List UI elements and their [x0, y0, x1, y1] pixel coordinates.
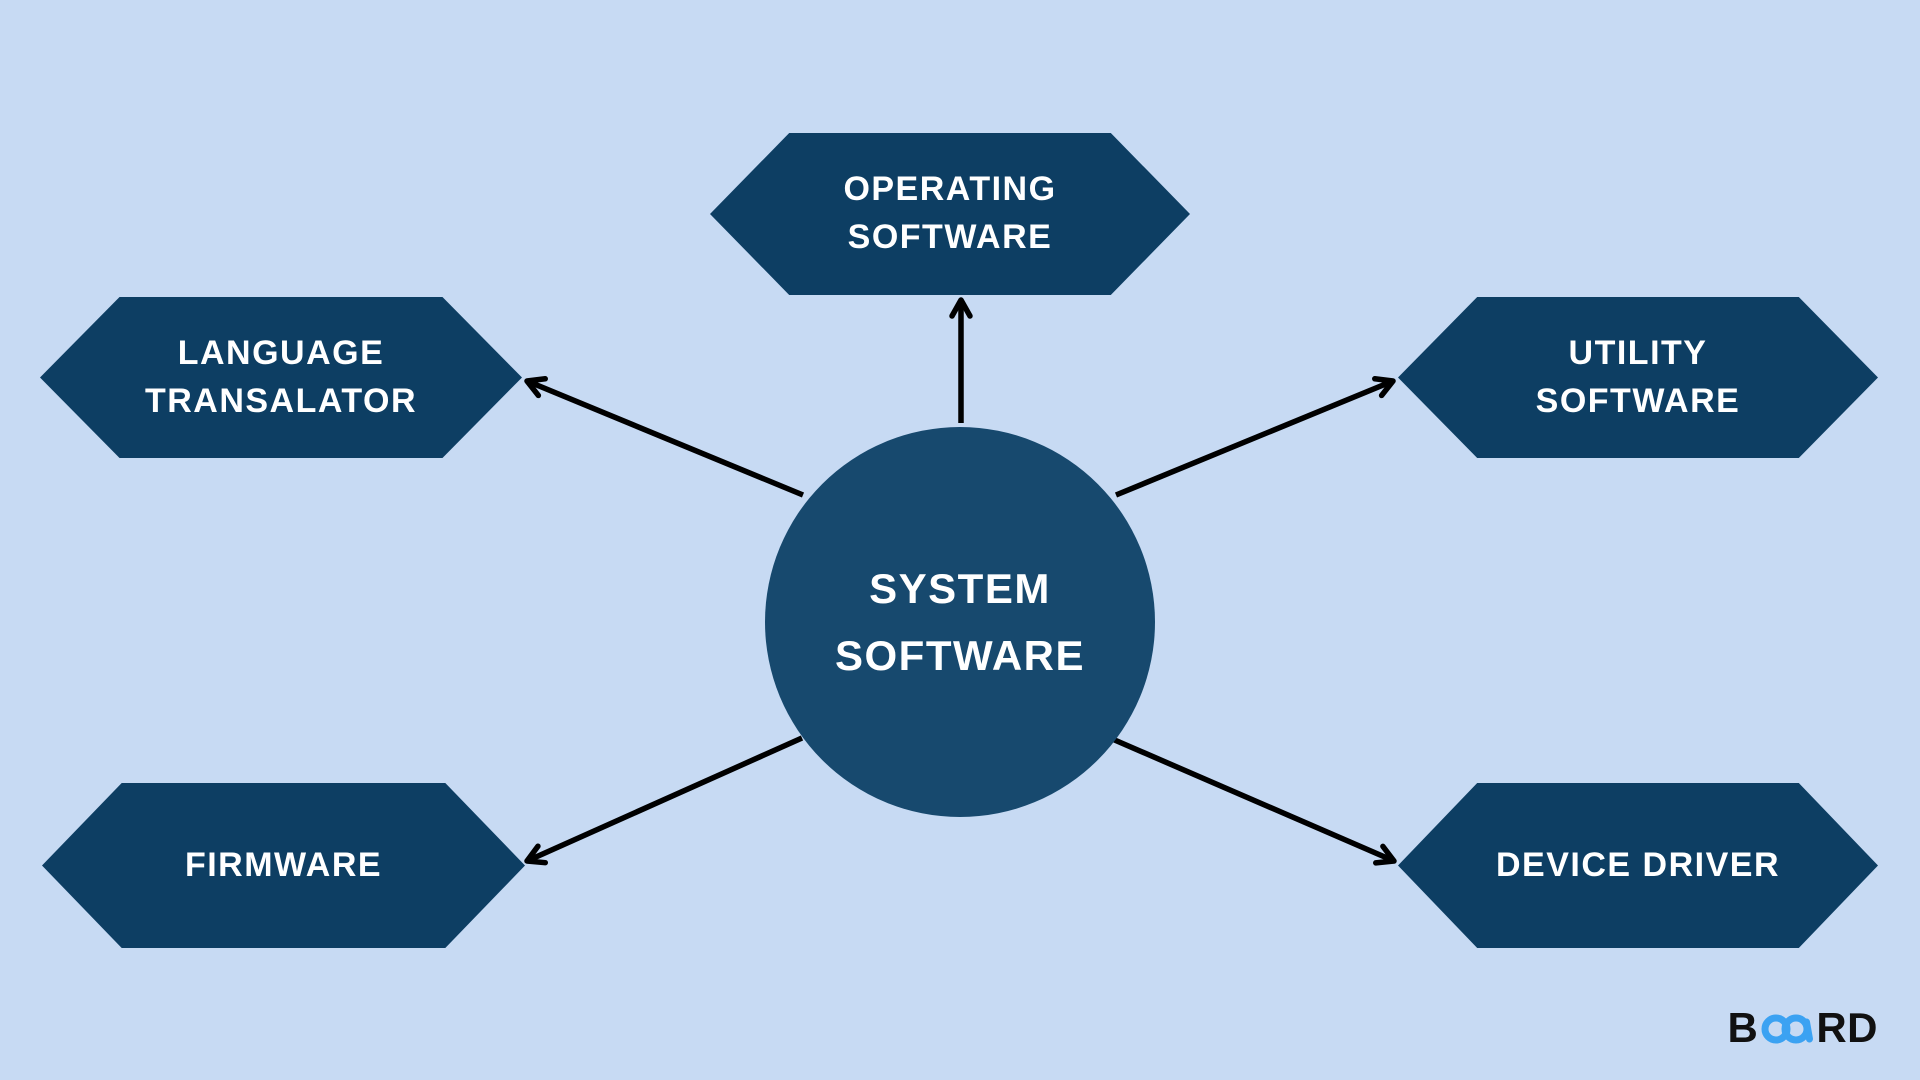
arrow-to-firmware	[524, 735, 804, 866]
node-label: SOFTWARE	[1535, 381, 1741, 420]
arrow-to-device-driver	[1108, 735, 1397, 866]
node-label: SOFTWARE	[847, 218, 1053, 256]
node-system-software: SYSTEM SOFTWARE	[765, 427, 1155, 817]
center-node-label: SOFTWARE	[835, 632, 1085, 679]
node-label: FIRMWARE	[184, 845, 383, 884]
center-node-label: SYSTEM	[869, 564, 1051, 612]
node-firmware: FIRMWARE	[42, 783, 525, 948]
node-label: LANGUAGE	[177, 333, 385, 372]
node-device-driver: DEVICE DRIVER	[1398, 783, 1878, 948]
node-label: DEVICE DRIVER	[1496, 845, 1780, 884]
node-utility-software: UTILITY SOFTWARE	[1398, 297, 1878, 458]
node-label: TRANSALATOR	[144, 381, 418, 420]
node-label: OPERATING	[843, 170, 1057, 209]
node-language-transalator: LANGUAGE TRANSALATOR	[40, 297, 522, 458]
arrow-to-language-transalator	[524, 376, 805, 498]
node-label: UTILITY	[1568, 333, 1708, 372]
infinity-icon	[1761, 1014, 1814, 1044]
node-operating-software: OPERATING SOFTWARE	[710, 133, 1190, 295]
board-logo: B RD	[1727, 1004, 1878, 1052]
logo-text-prefix: B	[1727, 1004, 1759, 1051]
logo-text-suffix: RD	[1816, 1004, 1878, 1051]
arrow-to-utility-software	[1114, 376, 1396, 498]
